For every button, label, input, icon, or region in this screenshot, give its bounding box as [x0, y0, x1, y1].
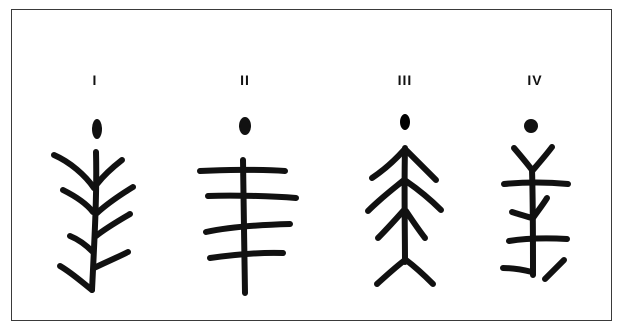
panel-II: II [170, 0, 320, 325]
panel-I: I [20, 0, 170, 325]
panel-III: III [330, 0, 480, 325]
panel-IV: IV [460, 0, 610, 325]
branching-figure-I-icon [20, 0, 170, 325]
branching-figure-II-icon [170, 0, 320, 325]
branching-figure-IV-icon [460, 0, 610, 325]
branching-figure-III-icon [330, 0, 480, 325]
